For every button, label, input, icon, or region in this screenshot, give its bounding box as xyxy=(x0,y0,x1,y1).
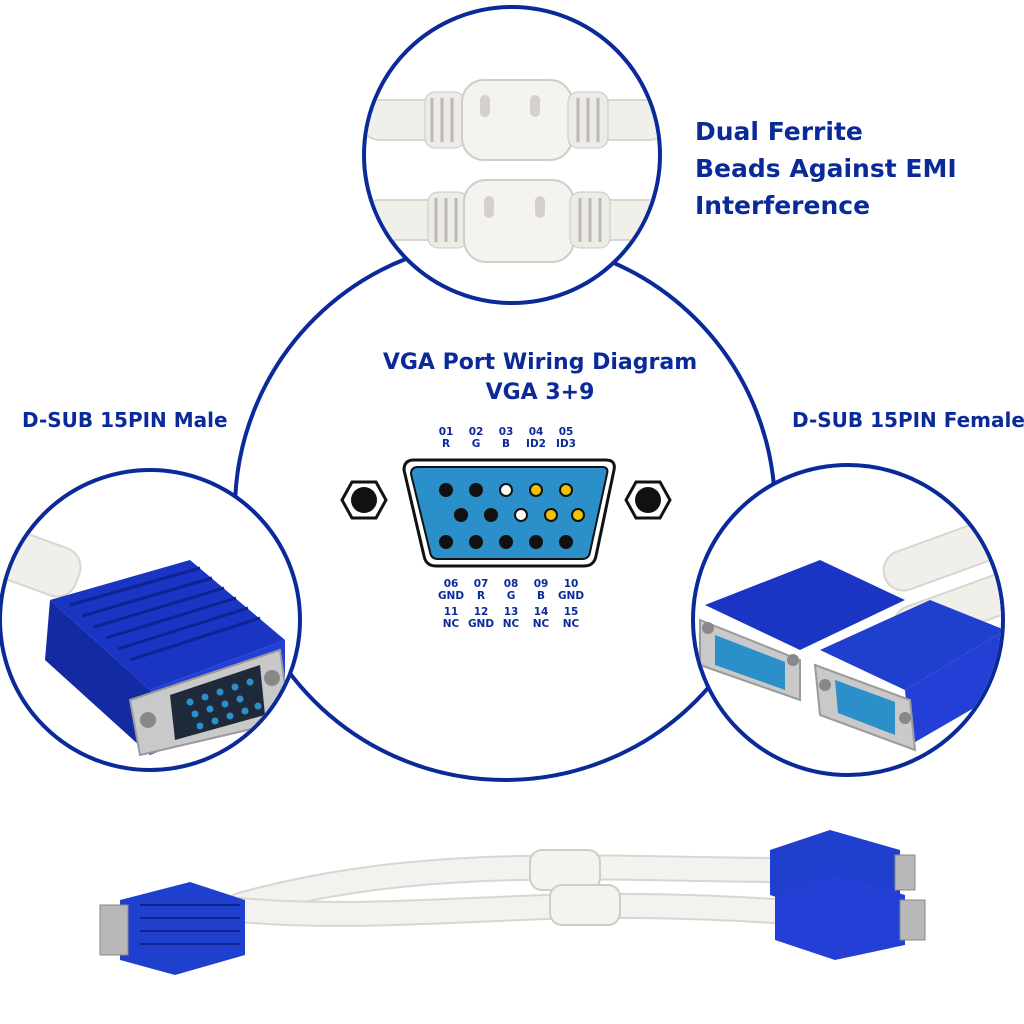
pin-number: 10 xyxy=(563,578,579,590)
male-connector-circle xyxy=(0,468,302,772)
ferrite-bead-icon xyxy=(427,179,611,263)
vga-pin-13 xyxy=(499,535,513,549)
female-vga-connector-icon xyxy=(699,560,905,702)
vga-pin-11 xyxy=(439,535,453,549)
male-vga-connector-icon xyxy=(99,882,245,975)
vga-pin-05 xyxy=(559,483,573,497)
vga-pin-03 xyxy=(499,483,513,497)
ferrite-bead-icon xyxy=(529,849,621,926)
pin-signal: GND xyxy=(437,590,465,602)
pin-label: 12 GND xyxy=(461,606,501,630)
pin-signal: NC xyxy=(502,618,520,630)
pin-signal: NC xyxy=(532,618,550,630)
pin-signal: G xyxy=(471,438,481,450)
pin-signal: B xyxy=(501,438,510,450)
ferrite-beads-circle xyxy=(362,5,662,305)
pin-number: 12 xyxy=(473,606,489,618)
female-connector-label: D-SUB 15PIN Female xyxy=(792,408,1024,432)
vga-pin-01 xyxy=(439,483,453,497)
vga-pin-08 xyxy=(514,508,528,522)
pin-number: 06 xyxy=(443,578,459,590)
vga-pin-15 xyxy=(559,535,573,549)
pin-label: 15 NC xyxy=(551,606,591,630)
female-vga-connector-icon xyxy=(775,875,926,960)
ferrite-callout-line: Dual Ferrite xyxy=(695,117,863,146)
pin-label: 09 B xyxy=(521,578,561,602)
ferrite-bead-icon xyxy=(424,79,609,161)
pin-label: 02 G xyxy=(456,426,496,450)
pin-signal: B xyxy=(536,590,545,602)
pin-label: 08 G xyxy=(491,578,531,602)
pin-label: 01 R xyxy=(426,426,466,450)
pin-number: 14 xyxy=(533,606,549,618)
pin-signal: GND xyxy=(467,618,495,630)
female-connector-circle xyxy=(691,463,1005,777)
pin-signal: GND xyxy=(557,590,585,602)
vga-pin-12 xyxy=(469,535,483,549)
ferrite-callout: Dual Ferrite Beads Against EMI Interfere… xyxy=(695,113,957,224)
male-connector-label: D-SUB 15PIN Male xyxy=(22,408,228,432)
pin-number: 04 xyxy=(528,426,544,438)
vga-pin-07 xyxy=(484,508,498,522)
pin-number: 09 xyxy=(533,578,549,590)
vga-pin-04 xyxy=(529,483,543,497)
female-vga-connector-icon xyxy=(813,600,1001,752)
diagram-title: VGA Port Wiring Diagram xyxy=(382,350,698,375)
pin-number: 13 xyxy=(503,606,519,618)
pin-label: 11 NC xyxy=(431,606,471,630)
pin-signal: G xyxy=(506,590,516,602)
pin-number: 11 xyxy=(443,606,459,618)
vga-pin-09 xyxy=(544,508,558,522)
vga-port-diagram xyxy=(340,458,672,568)
vga-pin-06 xyxy=(454,508,468,522)
pin-label: 03 B xyxy=(486,426,526,450)
pin-label: 13 NC xyxy=(491,606,531,630)
pin-signal: ID2 xyxy=(526,438,546,450)
pin-number: 07 xyxy=(473,578,489,590)
pin-label: 14 NC xyxy=(521,606,561,630)
pin-number: 03 xyxy=(498,426,514,438)
pin-number: 02 xyxy=(468,426,484,438)
ferrite-callout-line: Beads Against EMI xyxy=(695,154,957,183)
pin-label: 05 ID3 xyxy=(546,426,586,450)
pin-label: 10 GND xyxy=(551,578,591,602)
pin-signal: R xyxy=(441,438,451,450)
vga-pin-14 xyxy=(529,535,543,549)
pin-signal: NC xyxy=(442,618,460,630)
pin-signal: ID3 xyxy=(556,438,576,450)
diagram-subtitle: VGA 3+9 xyxy=(485,380,595,405)
pin-number: 15 xyxy=(563,606,579,618)
pin-label: 04 ID2 xyxy=(516,426,556,450)
male-vga-connector-icon xyxy=(45,560,292,757)
ferrite-callout-line: Interference xyxy=(695,191,871,220)
pin-signal: R xyxy=(476,590,486,602)
vga-pin-02 xyxy=(469,483,483,497)
pin-number: 08 xyxy=(503,578,519,590)
vga-pin-10 xyxy=(571,508,585,522)
vga-y-splitter-cable xyxy=(99,830,926,975)
pin-number: 01 xyxy=(438,426,454,438)
pin-signal: NC xyxy=(562,618,580,630)
pin-label: 07 R xyxy=(461,578,501,602)
pin-number: 05 xyxy=(558,426,574,438)
pin-label: 06 GND xyxy=(431,578,471,602)
